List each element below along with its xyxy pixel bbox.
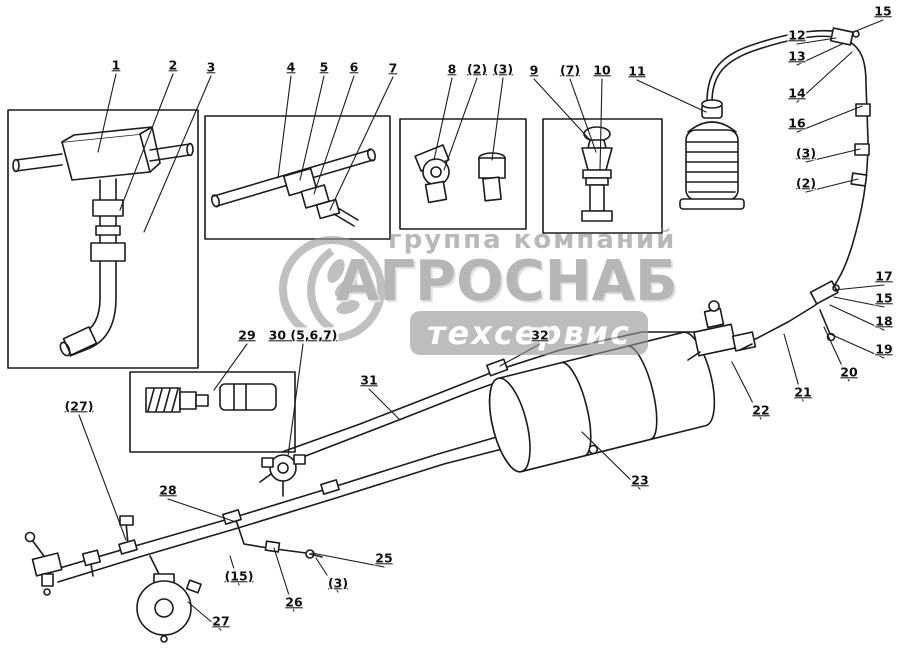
pipe-tee-bolt (809, 280, 840, 342)
line-junctions (118, 358, 509, 559)
callout-label-2: 2 (167, 57, 179, 73)
callout-label-27: 27 (211, 613, 231, 629)
callout-label-17: 17 (874, 268, 894, 284)
right-side-pipe (706, 29, 869, 345)
inset-box-5 (129, 371, 296, 453)
callout-label-28: 28 (158, 482, 178, 498)
inset-box-3 (399, 118, 527, 230)
pipe-clamps (829, 27, 871, 187)
callout-label-2: (2) (794, 175, 818, 191)
callout-label-2: (2) (465, 61, 489, 77)
callout-label-21: 21 (793, 384, 813, 400)
threaded-fitting-sleeve (145, 383, 277, 413)
callout-label-22: 22 (751, 402, 771, 418)
callout-label-20: 20 (839, 364, 859, 380)
callout-label-7: 7 (387, 60, 399, 76)
callout-label-13: 13 (787, 48, 807, 64)
callout-label-3: (3) (491, 61, 515, 77)
callout-label-27: (27) (63, 398, 95, 414)
callout-label-3: (3) (794, 145, 818, 161)
callout-label-25: 25 (374, 550, 394, 566)
shutoff-valves (24, 531, 102, 596)
callout-label-11: 11 (627, 63, 647, 79)
callout-label-10: 10 (592, 62, 612, 78)
callout-label-15: 15 (873, 3, 893, 19)
callout-label-29: 29 (237, 327, 257, 343)
callout-label-6: 6 (348, 59, 360, 75)
callout-label-12: 12 (787, 27, 807, 43)
callout-label-23: 23 (630, 472, 650, 488)
callout-label-4: 4 (285, 59, 297, 75)
tube-union-fitting (210, 148, 377, 227)
callout-label-1: 1 (110, 57, 122, 73)
callout-label-18: 18 (874, 313, 894, 329)
callout-label-3: 3 (205, 59, 217, 75)
callout-label-31: 31 (359, 372, 379, 388)
callout-label-7: (7) (558, 62, 582, 78)
air-reservoir-tank (488, 331, 716, 473)
distributor-cluster (259, 454, 306, 497)
callout-label-16: 16 (787, 115, 807, 131)
callout-label-9: 9 (528, 62, 540, 78)
callout-label-19: 19 (874, 341, 894, 357)
callout-label-14: 14 (787, 85, 807, 101)
callout-label-15: 15 (874, 290, 894, 306)
callout-label-8: 8 (446, 61, 458, 77)
inset-box-1 (7, 109, 199, 369)
brake-valve-cluster (687, 300, 757, 361)
callout-label-32: 32 (530, 327, 550, 343)
brake-chamber (136, 555, 202, 643)
callout-label-26: 26 (284, 594, 304, 610)
callout-label-30567: 30 (5,6,7) (267, 327, 339, 343)
callout-label-3: (3) (326, 575, 350, 591)
air-filter (679, 99, 745, 210)
inset-box-4 (542, 118, 663, 234)
tee-fitting-assembly (12, 126, 194, 357)
callout-label-5: 5 (318, 59, 330, 75)
callout-label-15: (15) (223, 568, 255, 584)
